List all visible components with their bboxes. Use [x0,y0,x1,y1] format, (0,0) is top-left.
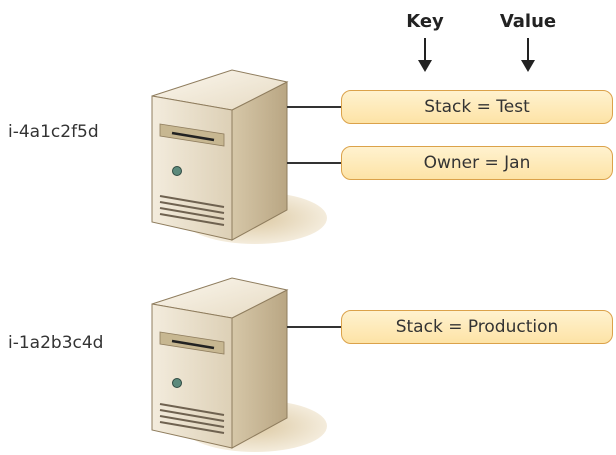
server-2-icon [151,277,327,452]
key-down-arrow-icon [418,38,432,72]
tag-connector-line [287,326,343,328]
server-1-icon [151,69,327,244]
tag-pill: Stack = Test [341,90,613,124]
tag-pill: Stack = Production [341,310,613,344]
key-header-label: Key [406,11,444,32]
instance-id-label: i-1a2b3c4d [8,333,104,353]
value-down-arrow-icon [521,38,535,72]
tag-connector-line [287,162,343,164]
value-header-label: Value [499,11,557,32]
tag-pill: Owner = Jan [341,146,613,180]
tag-connector-line [287,106,343,108]
instance-id-label: i-4a1c2f5d [8,122,99,142]
